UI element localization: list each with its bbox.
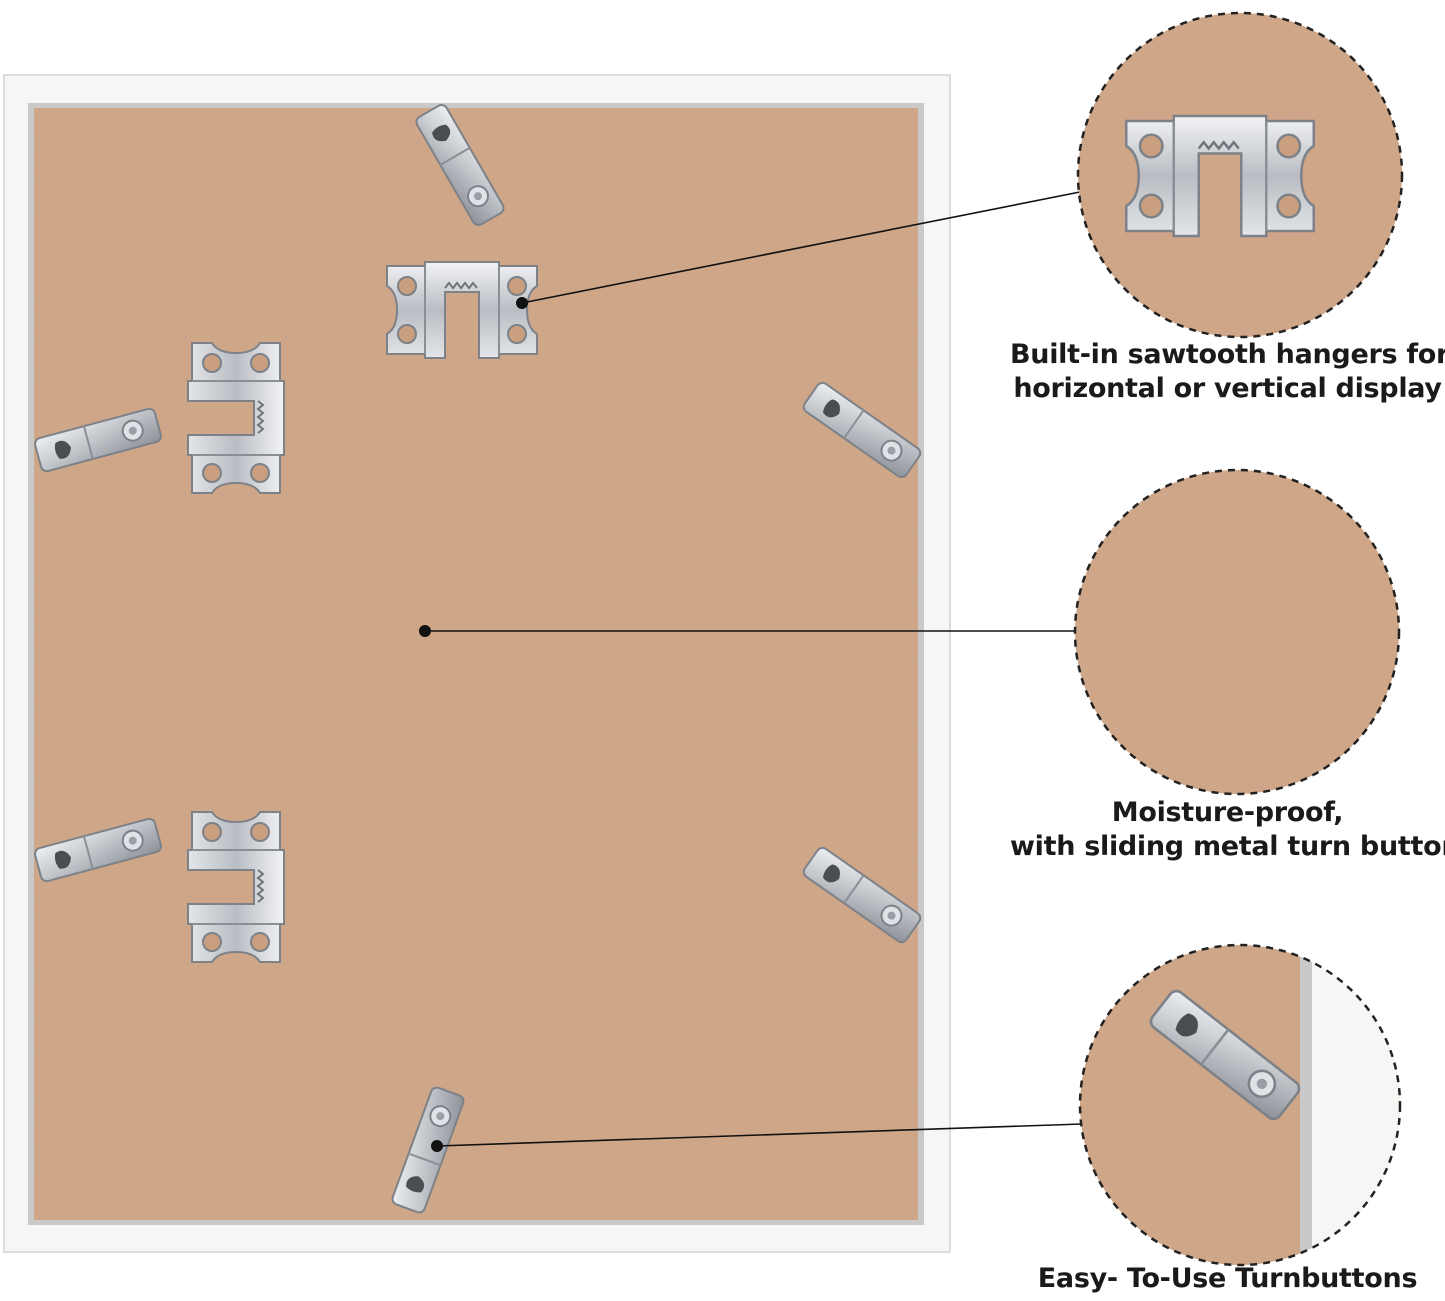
zoom-circle-hanger: [1076, 11, 1404, 339]
leader-lines: [425, 187, 1101, 1147]
caption-turnbuttons: Easy- To-Use Turnbuttons: [1037, 1263, 1418, 1294]
zoom-circle-turnbutton: [1078, 943, 1402, 1267]
caption-moisture-proof: Moisture-proof, with sliding metal turn …: [1010, 797, 1445, 862]
zoom-circle-backboard: [1073, 468, 1401, 796]
caption-sawtooth-hangers: Built-in sawtooth hangers for horizontal…: [1010, 339, 1445, 404]
